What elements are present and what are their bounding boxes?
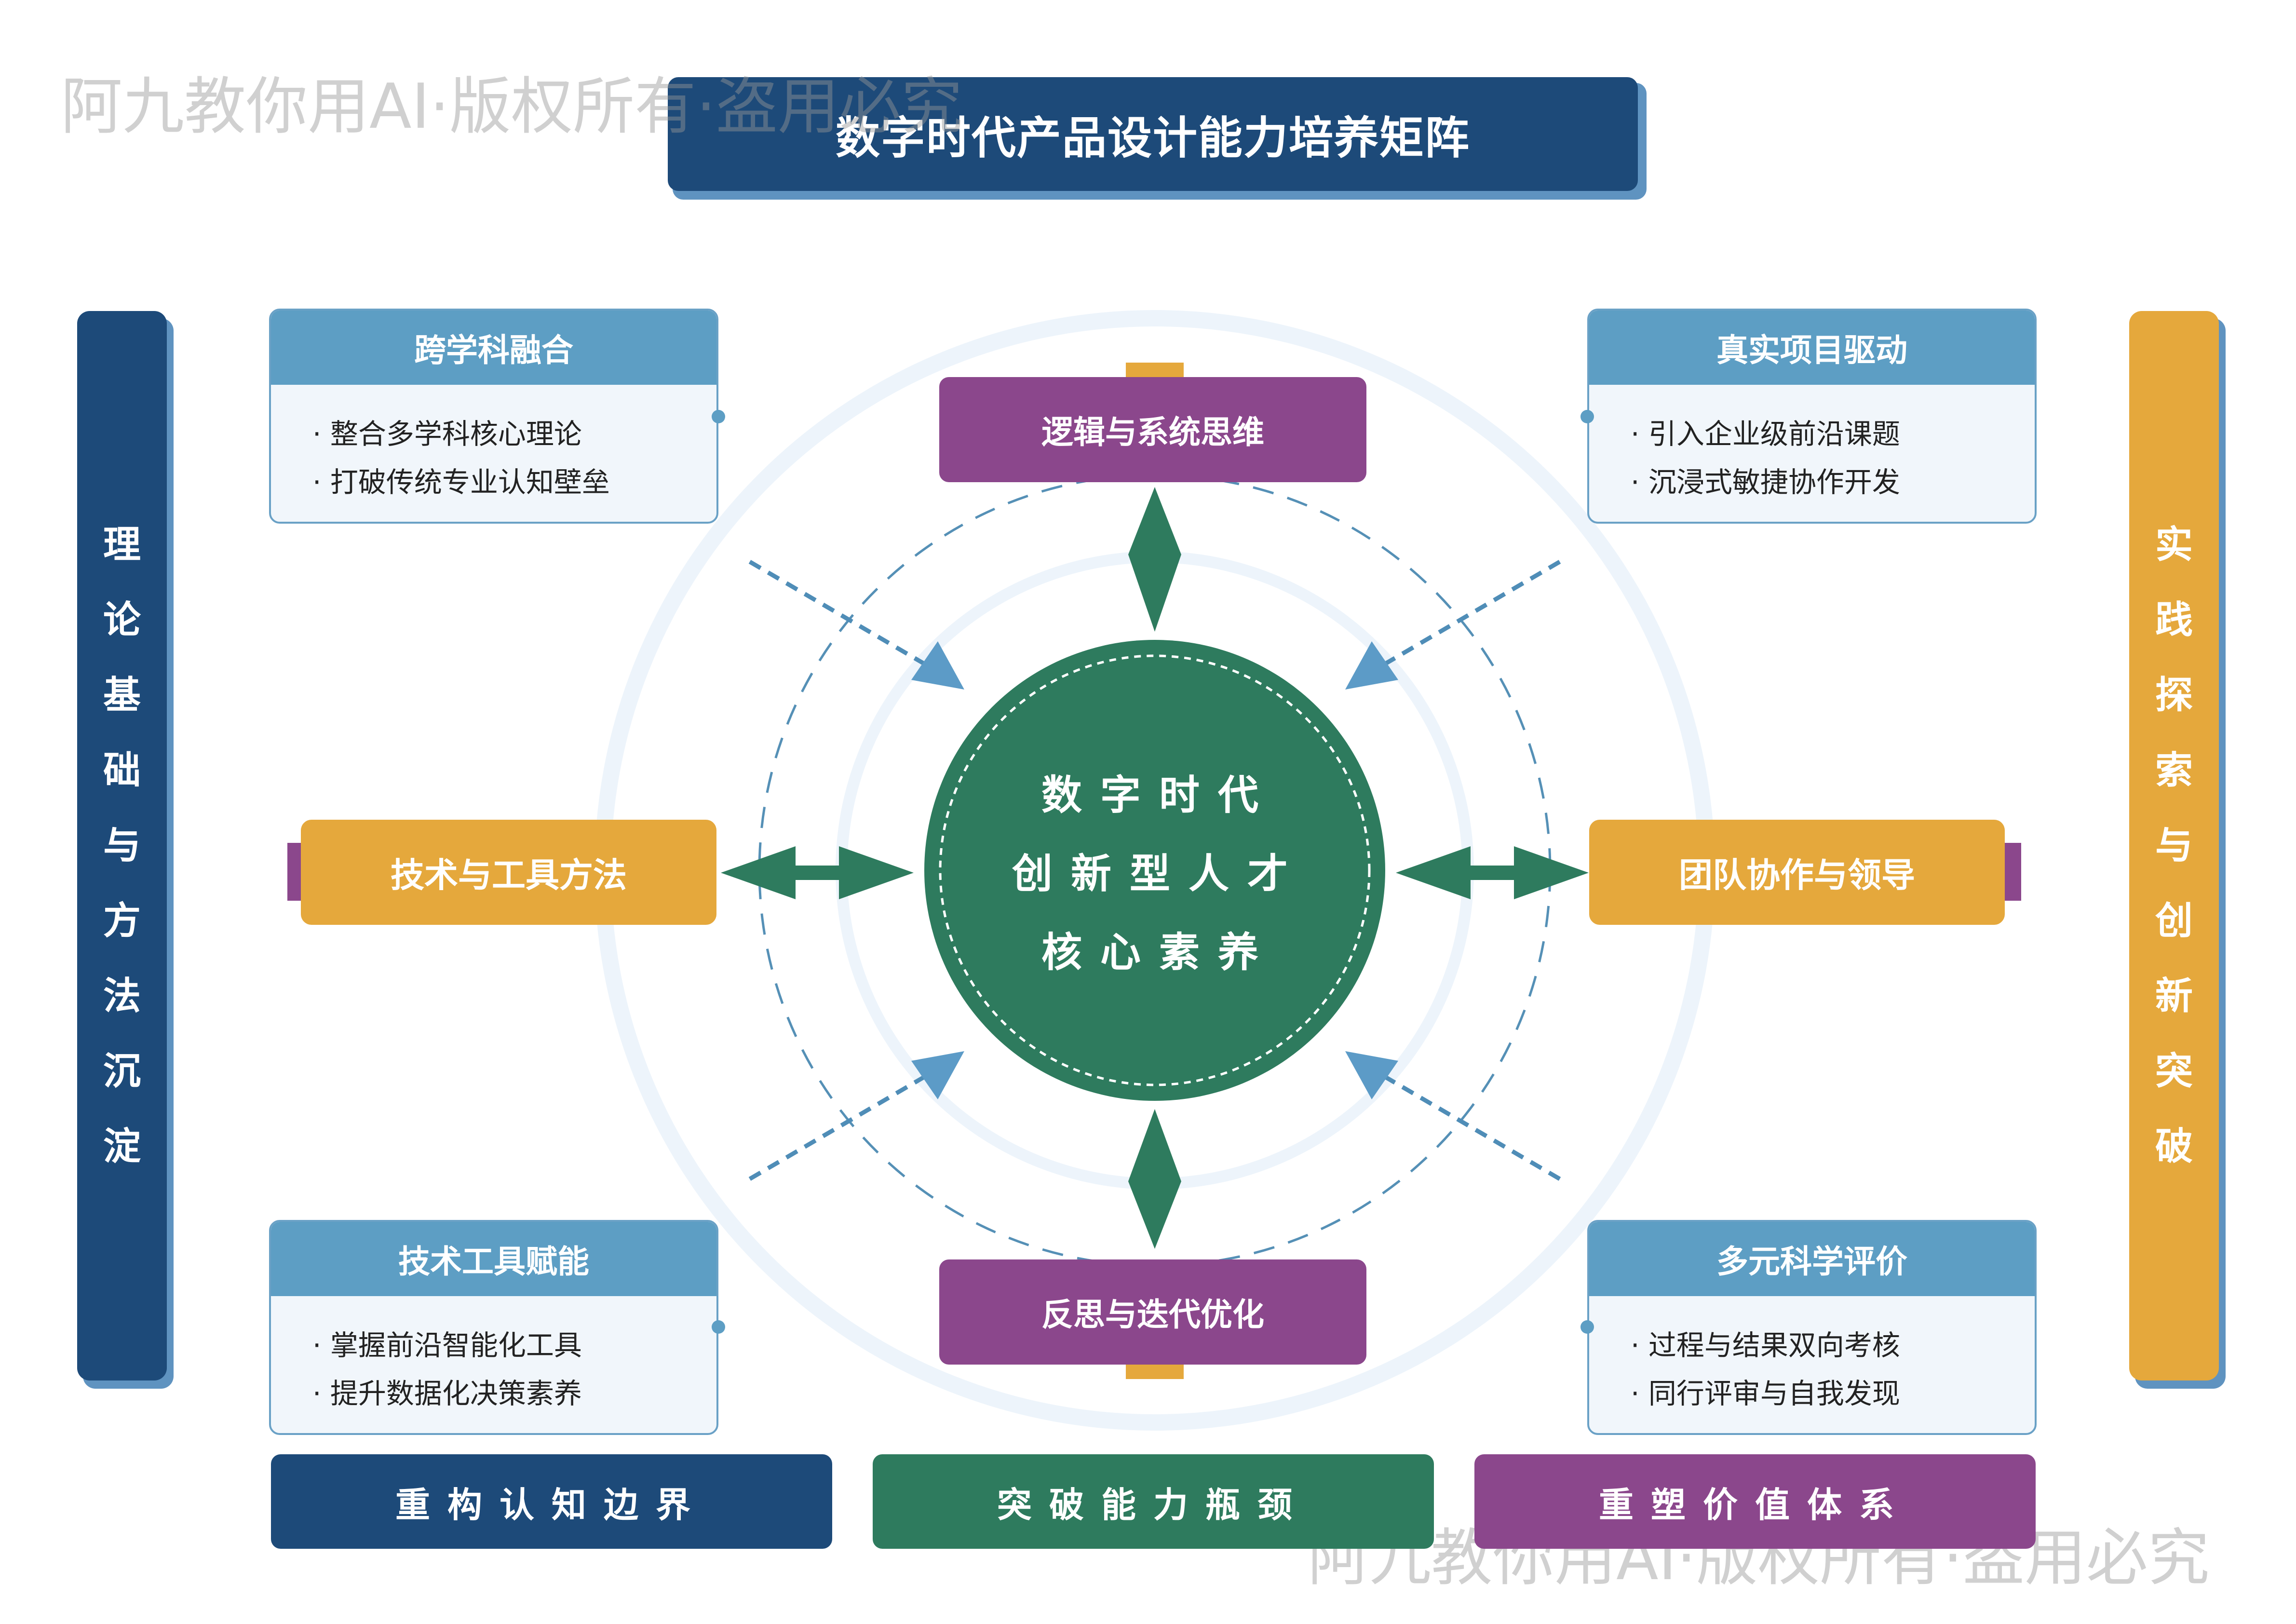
purple-top-tab [1126,363,1184,379]
left-bar-char: 与 [103,824,141,867]
center-line-3: 核心素养 [1041,929,1277,976]
center-inner-dotted-ring [939,654,1371,1086]
right-bar-char: 践 [2155,598,2193,642]
left-theory-bar: 理 论 基 础 与 方 法 沉 淀 [77,311,167,1380]
card-item: · 打破传统专业认知壁垒 [312,466,610,499]
card-item: · 过程与结果双向考核 [1631,1329,1900,1362]
bottom-bar-ability: 突破能力瓶颈 [873,1454,1434,1549]
card-item: · 引入企业级前沿课题 [1631,418,1900,450]
team-leadership-box: 团队协作与领导 [1589,820,2005,925]
left-bar-char: 淀 [103,1125,141,1168]
page-title: 数字时代产品设计能力培养矩阵 [668,77,1638,191]
card-item: · 沉浸式敏捷协作开发 [1631,466,1900,499]
reflection-iteration-box: 反思与迭代优化 [939,1259,1366,1365]
bottom-bar-values: 重塑价值体系 [1474,1454,2036,1549]
card-item: · 提升数据化决策素养 [312,1377,582,1410]
left-bar-char: 础 [103,749,141,792]
right-bar-char: 创 [2155,899,2193,943]
right-bar-char: 新 [2155,974,2193,1018]
left-bar-char: 方 [103,899,141,943]
arrow-left-right-left [721,846,914,899]
right-bar-char: 实 [2155,523,2193,567]
purple-bottom-tab [1126,1363,1184,1379]
watermark-top: 阿九教你用AI·版权所有·盗用必究 [61,71,963,143]
arrow-bottom-right [1373,1069,1561,1181]
left-bar-char: 论 [103,598,141,642]
arrow-top-right [1373,560,1561,672]
card-evaluation: 多元科学评价 · 过程与结果双向考核 · 同行评审与自我发现 [1587,1220,2037,1435]
logic-systems-box: 逻辑与系统思维 [939,377,1366,482]
card-item: · 整合多学科核心理论 [312,418,582,450]
card-item: · 同行评审与自我发现 [1631,1377,1900,1410]
left-bar-char: 基 [103,674,141,717]
diagonal-arrowheads [911,641,1398,1099]
left-bar-char: 沉 [103,1050,141,1093]
card-title: 真实项目驱动 [1589,311,2035,385]
card-dot [712,1320,725,1334]
orange-right-tab [2004,843,2021,901]
card-dot [712,410,725,423]
card-title: 多元科学评价 [1589,1222,2035,1296]
center-line-2: 创新型人才 [1012,850,1306,897]
arrow-up-down-bottom [1128,1109,1181,1249]
arrow-top-left [748,560,937,672]
right-bar-char: 破 [2155,1125,2193,1168]
left-bar-char: 理 [103,523,141,567]
arrow-bottom-left [748,1069,937,1181]
card-dot [1580,1320,1594,1334]
right-practice-bar: 实 践 探 索 与 创 新 突 破 [2129,311,2219,1380]
card-title: 技术工具赋能 [271,1222,716,1296]
diagonal-arrows [748,560,1561,1181]
center-line-1: 数字时代 [1041,771,1277,819]
card-item: · 掌握前沿智能化工具 [312,1329,582,1362]
card-title: 跨学科融合 [271,311,716,385]
vertical-arrows [1128,487,1181,1249]
left-bar-char: 法 [103,974,141,1018]
arrow-up-down-top [1128,487,1181,632]
right-bar-char: 与 [2155,824,2193,867]
horizontal-arrows [721,846,1589,899]
right-bar-char: 突 [2155,1050,2193,1093]
card-dot [1580,410,1594,423]
tech-methods-box: 技术与工具方法 [301,820,716,925]
center-circle [924,640,1385,1101]
card-tool-empowerment: 技术工具赋能 · 掌握前沿智能化工具 · 提升数据化决策素养 [269,1220,718,1435]
right-bar-char: 探 [2155,674,2193,717]
card-interdisciplinary: 跨学科融合 · 整合多学科核心理论 · 打破传统专业认知壁垒 [269,309,718,524]
right-bar-char: 索 [2155,749,2193,792]
card-real-project: 真实项目驱动 · 引入企业级前沿课题 · 沉浸式敏捷协作开发 [1587,309,2037,524]
arrow-left-right-right [1396,846,1589,899]
bottom-bar-cognition: 重构认知边界 [271,1454,832,1549]
